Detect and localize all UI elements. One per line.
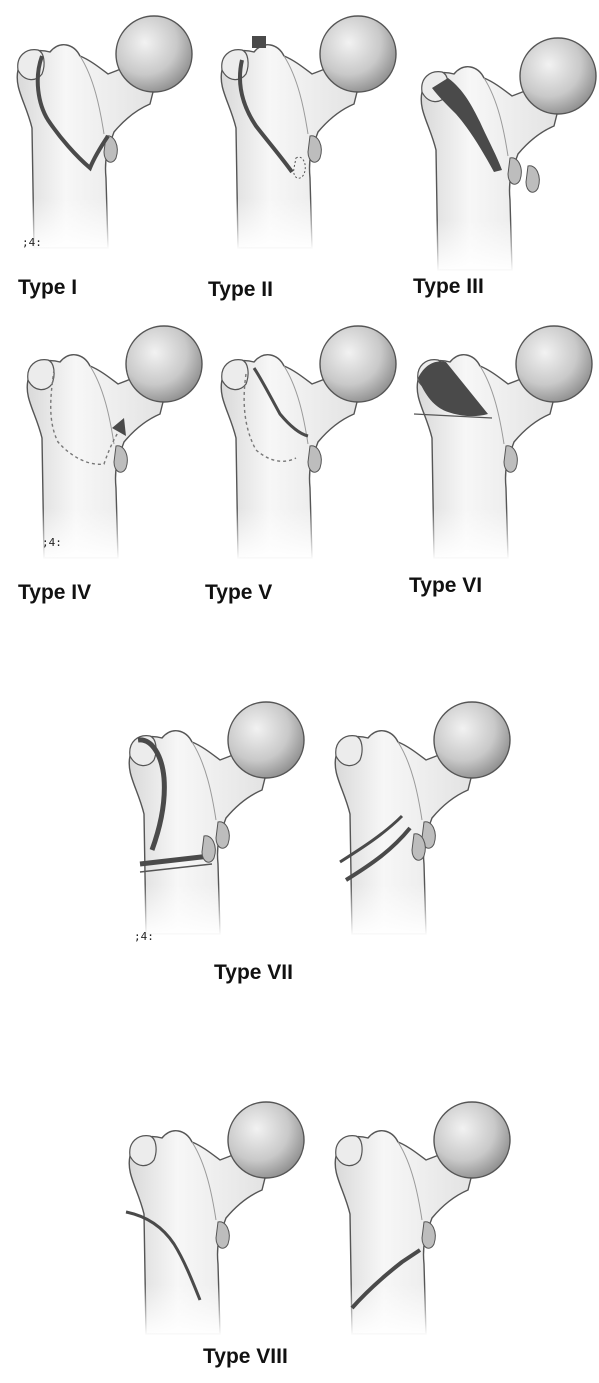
femur-figure-type-8-b bbox=[322, 1094, 512, 1339]
femur-figure-type-5 bbox=[208, 318, 398, 563]
lesser-trochanter-fragment bbox=[526, 166, 539, 192]
label-type-4: Type IV bbox=[18, 581, 91, 605]
label-type-6: Type VI bbox=[409, 574, 482, 598]
label-type-1: Type I bbox=[18, 276, 77, 300]
femur-figure-type-7-a bbox=[116, 694, 306, 939]
label-type-8: Type VIII bbox=[203, 1345, 288, 1369]
femur-figure-type-2 bbox=[208, 8, 398, 253]
fracture-fragment bbox=[252, 36, 266, 48]
scan-artifact: ;4: bbox=[22, 236, 42, 249]
scan-artifact: ;4: bbox=[42, 536, 62, 549]
label-type-3: Type III bbox=[413, 275, 484, 299]
femur-figure-type-7-b bbox=[322, 694, 512, 939]
label-type-7: Type VII bbox=[214, 961, 293, 985]
femur-figure-type-4 bbox=[14, 318, 204, 563]
scan-artifact: ;4: bbox=[134, 930, 154, 943]
femur-figure-type-6 bbox=[404, 318, 594, 563]
label-type-5: Type V bbox=[205, 581, 272, 605]
femur-figure-type-1 bbox=[4, 8, 194, 253]
femur-figure-type-8-a bbox=[116, 1094, 306, 1339]
femur-figure-type-3 bbox=[408, 30, 598, 275]
label-type-2: Type II bbox=[208, 278, 273, 302]
